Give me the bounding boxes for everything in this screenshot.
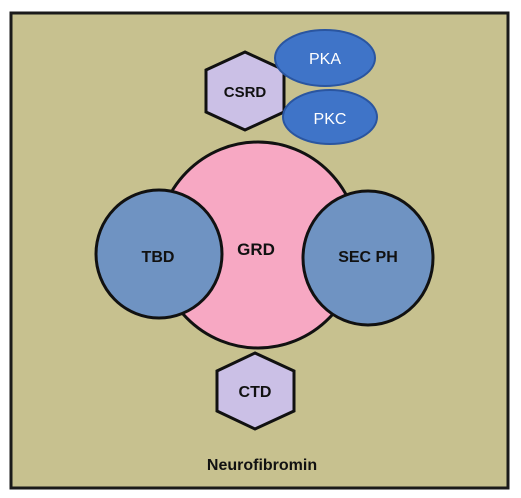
ctd-label: CTD: [239, 384, 272, 401]
grd-label: GRD: [237, 240, 275, 259]
pkc-label: PKC: [314, 111, 347, 128]
tbd-domain-circle: [94, 188, 224, 320]
ctd-domain-hexagon: [215, 351, 296, 431]
pka-label: PKA: [309, 51, 341, 68]
pkc-kinase-ellipse: [282, 89, 378, 145]
diagram-title: Neurofibromin: [207, 457, 317, 474]
csrd-label: CSRD: [224, 84, 267, 101]
tbd-label: TBD: [142, 249, 175, 266]
sec-ph-label: SEC PH: [338, 249, 398, 266]
sec-ph-domain-circle: [301, 189, 435, 327]
pka-kinase-ellipse: [274, 29, 376, 87]
